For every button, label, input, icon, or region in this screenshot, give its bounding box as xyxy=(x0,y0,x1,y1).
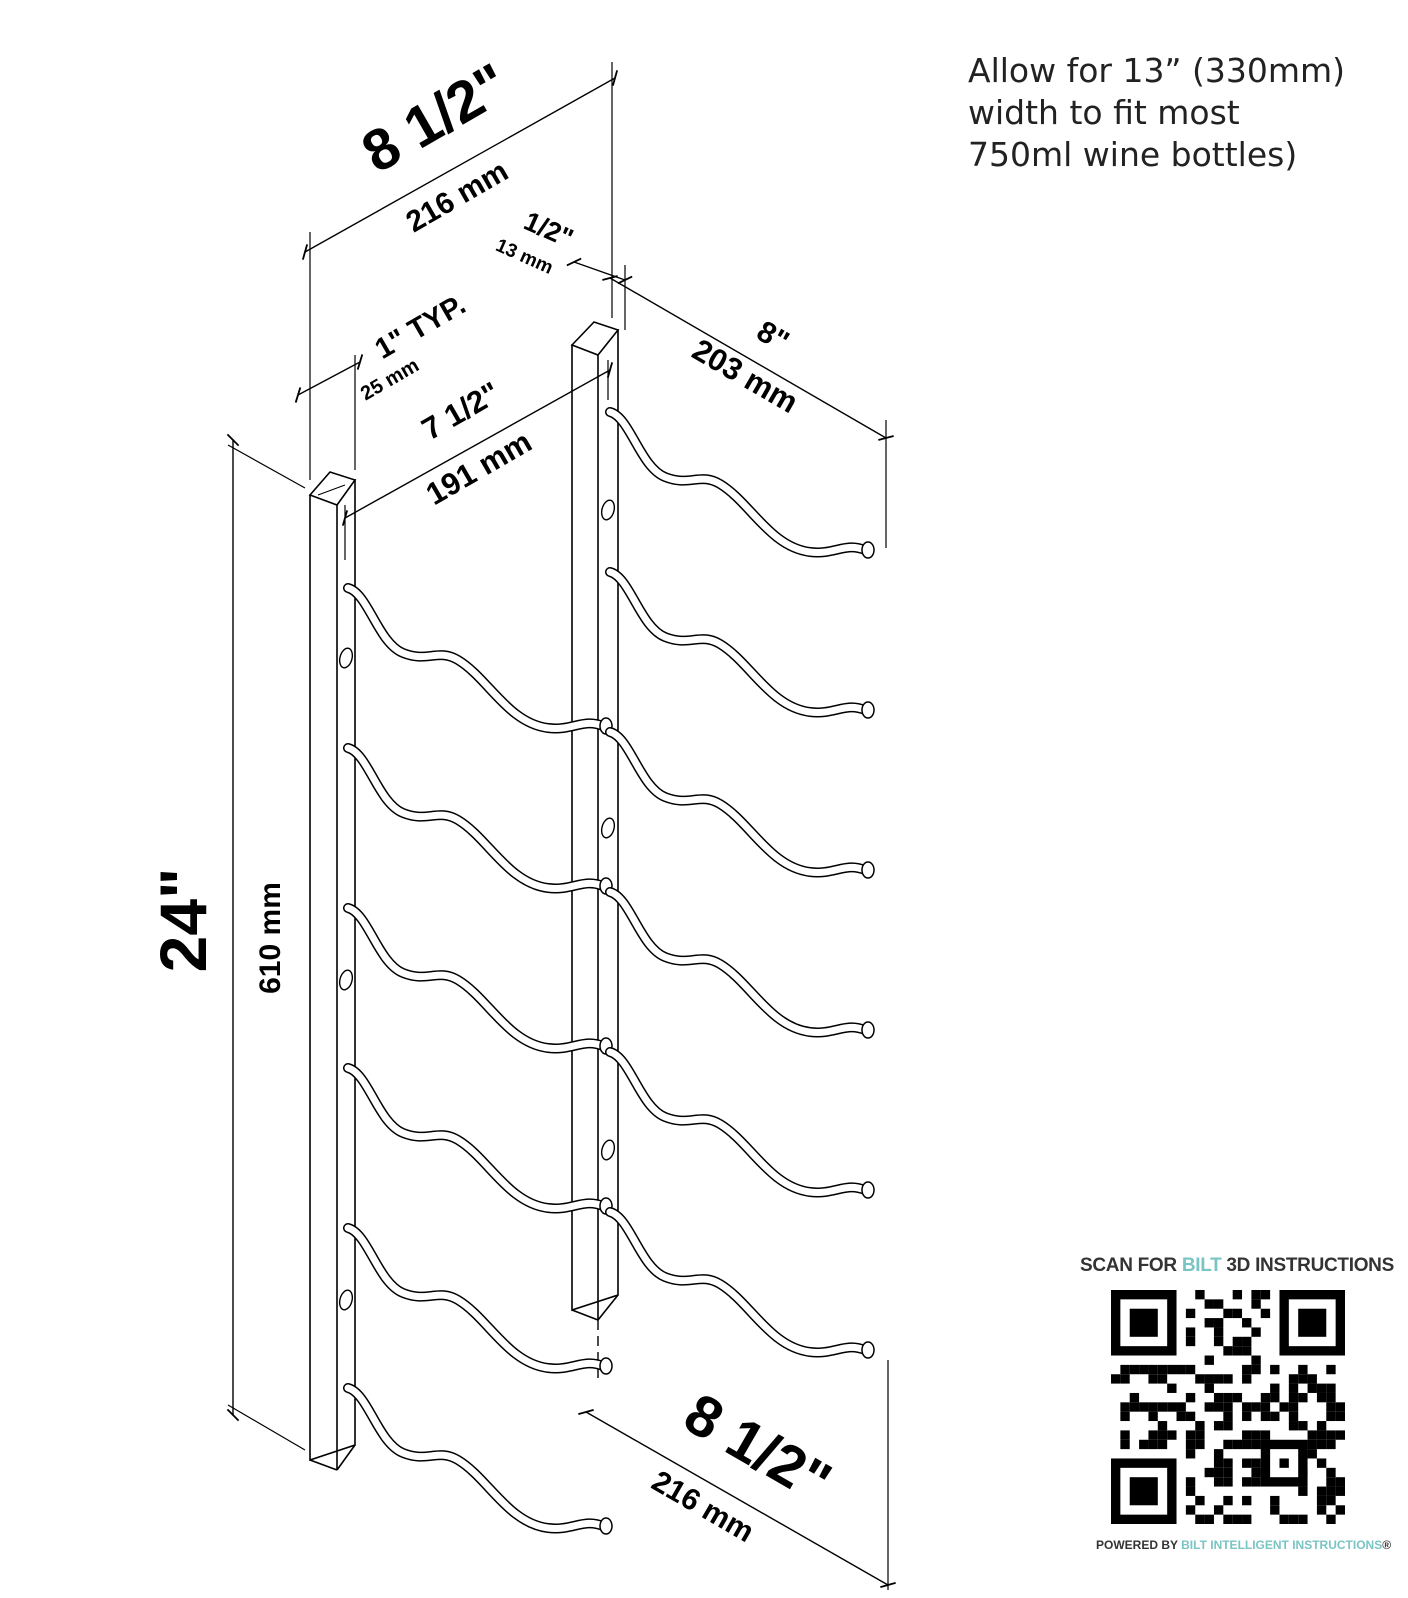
note-line-2: width to fit most xyxy=(968,93,1240,132)
left-rod-outline-3 xyxy=(343,903,608,1054)
depth-mm-label: 203 mm xyxy=(687,332,804,420)
dim-depth xyxy=(602,275,894,548)
dim-typ xyxy=(294,354,364,470)
right-rod-outline-3 xyxy=(605,727,870,878)
qr-caption: SCAN FOR BILT 3D INSTRUCTIONS xyxy=(1080,1255,1400,1277)
right-rod-end-5 xyxy=(861,1181,875,1199)
left-rod-1 xyxy=(344,584,607,732)
left-rod-outline-2 xyxy=(343,743,608,894)
right-rod-1 xyxy=(606,408,869,556)
bottle-width-note: Allow for 13” (330mm) width to fit most … xyxy=(968,50,1388,176)
right-rod-end-3 xyxy=(861,861,875,879)
note-line-3: 750ml wine bottles) xyxy=(968,135,1298,174)
left-rod-2 xyxy=(344,744,607,892)
note-line-1: Allow for 13” (330mm) xyxy=(968,51,1346,90)
left-rod-outline-1 xyxy=(343,583,608,734)
depth-inch-label: 8" xyxy=(751,315,794,359)
dim-bottom-width xyxy=(578,1360,896,1590)
left-rod-6 xyxy=(344,1384,607,1532)
dim-height xyxy=(226,433,306,1451)
right-rod-5 xyxy=(606,1048,869,1196)
left-post xyxy=(308,471,357,1471)
qr-footer-prefix: POWERED BY xyxy=(1096,1538,1182,1552)
left-rod-5 xyxy=(344,1224,607,1372)
height-inch-label: 24" xyxy=(146,868,220,973)
right-rod-3 xyxy=(606,728,869,876)
left-rod-3 xyxy=(344,904,607,1052)
right-rod-end-1 xyxy=(861,541,875,559)
qr-footer-brand: BILT INTELLIGENT INSTRUCTIONS xyxy=(1181,1538,1383,1552)
left-post-holes xyxy=(338,647,354,1311)
qr-code-icon[interactable] xyxy=(1111,1290,1345,1524)
right-rod-4 xyxy=(606,888,869,1036)
left-rods xyxy=(343,583,613,1535)
right-rod-outline-5 xyxy=(605,1047,870,1198)
dim-offset xyxy=(566,257,633,330)
left-rod-end-5 xyxy=(599,1357,613,1375)
height-mm-label: 610 mm xyxy=(254,882,287,994)
right-rod-outline-6 xyxy=(605,1207,870,1358)
qr-caption-brand: BILT xyxy=(1181,1255,1222,1276)
left-rod-4 xyxy=(344,1064,607,1212)
qr-footer: POWERED BY BILT INTELLIGENT INSTRUCTIONS… xyxy=(1096,1538,1392,1552)
typ-inch-label: 1" TYP. xyxy=(370,289,471,366)
right-rod-outline-1 xyxy=(605,407,870,558)
left-rod-end-6 xyxy=(599,1517,613,1535)
right-rod-outline-2 xyxy=(605,567,870,718)
right-rod-6 xyxy=(606,1208,869,1356)
bottom-width-mm-label: 216 mm xyxy=(646,1465,759,1549)
left-rod-outline-6 xyxy=(343,1383,608,1534)
right-rod-end-4 xyxy=(861,1021,875,1039)
qr-caption-suffix: 3D INSTRUCTIONS xyxy=(1221,1255,1394,1276)
left-rod-outline-4 xyxy=(343,1063,608,1214)
right-rod-outline-4 xyxy=(605,887,870,1038)
qr-block: SCAN FOR BILT 3D INSTRUCTIONS POWERED BY… xyxy=(1080,1255,1400,1552)
right-rod-2 xyxy=(606,568,869,716)
left-rod-outline-5 xyxy=(343,1223,608,1374)
right-rod-end-6 xyxy=(861,1341,875,1359)
right-rods xyxy=(605,407,875,1359)
qr-caption-prefix: SCAN FOR xyxy=(1080,1255,1182,1276)
right-post xyxy=(570,321,620,1380)
right-rod-end-2 xyxy=(861,701,875,719)
